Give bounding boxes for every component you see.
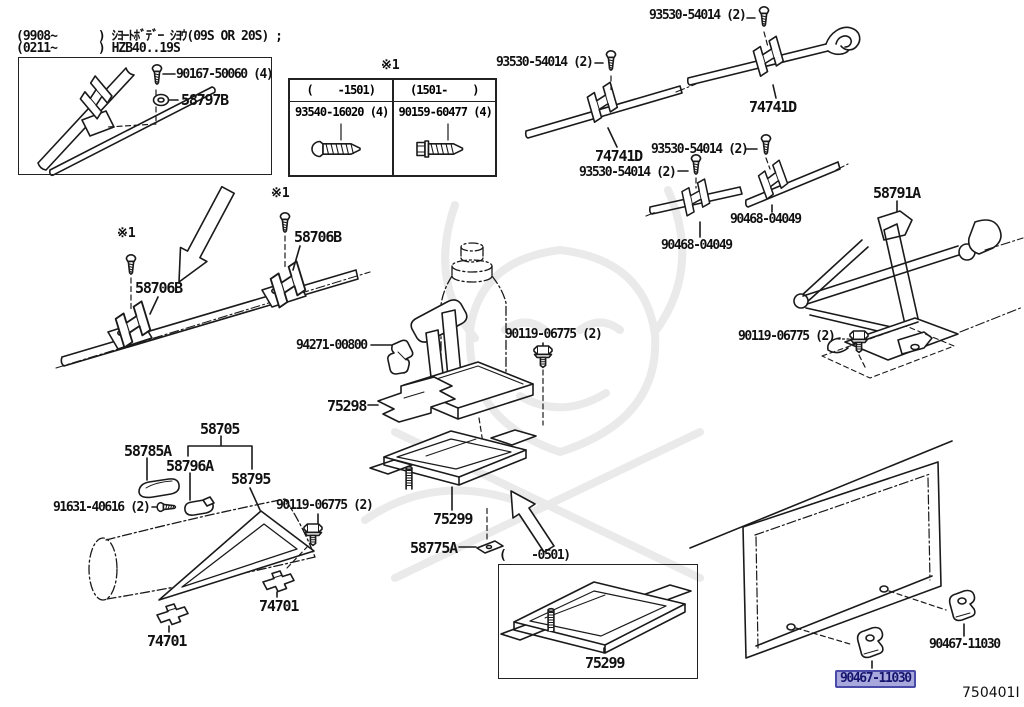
applicability-note-line1: (9908~ ) ｼﾖｰﾄﾎﾞﾃﾞｰ ｼﾖｳ(09S OR 20S) ; xyxy=(16,29,283,44)
footnote-mark-table: ※1 xyxy=(381,58,400,73)
tool-bag-art xyxy=(88,435,323,633)
part-label-58706B-1[interactable]: 58706B xyxy=(294,228,342,246)
part-label-90467-11030-selected[interactable]: 90467-11030 xyxy=(835,670,916,689)
applicability-note-line2: (0211~ ) HZB40..19S xyxy=(16,41,181,56)
part-label-93530-54014-4[interactable]: 93530-54014 (2) xyxy=(579,165,677,180)
part-label-75299-early[interactable]: 75299 xyxy=(585,654,625,672)
part-label-58797B[interactable]: 58797B xyxy=(181,91,229,109)
part-label-90119-06775-center[interactable]: 90119-06775 (2) xyxy=(505,327,603,342)
table-col1-header: ( -1501) xyxy=(306,83,376,97)
inset-box-art xyxy=(37,64,216,177)
panel-art xyxy=(689,440,976,669)
early-tray-art xyxy=(500,581,692,654)
part-label-58791A[interactable]: 58791A xyxy=(873,184,921,202)
part-label-58775A[interactable]: 58775A xyxy=(410,539,458,557)
part-label-74701-2[interactable]: 74701 xyxy=(147,632,187,650)
part-label-58796A[interactable]: 58796A xyxy=(166,457,214,475)
applicability-table: ( -1501) (1501- ) 93540-16020 (4) 90159-… xyxy=(288,78,497,177)
table-col2-header: (1501- ) xyxy=(391,80,496,101)
part-label-94271-00800[interactable]: 94271-00800 xyxy=(296,338,368,353)
joint-pipe-art xyxy=(645,134,849,238)
part-label-91631-40616[interactable]: 91631-40616 (2) xyxy=(53,500,151,515)
part-label-74741D-1[interactable]: 74741D xyxy=(749,98,797,116)
part-label-58785A[interactable]: 58785A xyxy=(124,442,172,460)
date-range-label: ( -0501) xyxy=(499,548,571,563)
part-label-74701-1[interactable]: 74701 xyxy=(259,597,299,615)
part-label-58705[interactable]: 58705 xyxy=(200,420,240,438)
part-label-75299-main[interactable]: 75299 xyxy=(433,510,473,528)
inset-box-58797 xyxy=(18,57,272,175)
part-label-90467-11030-plain[interactable]: 90467-11030 xyxy=(929,637,1001,652)
part-label-93530-54014-3[interactable]: 93530-54014 (2) xyxy=(651,142,749,157)
part-label-90468-04049-2[interactable]: 90468-04049 xyxy=(661,238,733,253)
part-label-90119-06775-right[interactable]: 90119-06775 (2) xyxy=(738,329,836,344)
part-label-90167-50060[interactable]: 90167-50060 (4) xyxy=(176,67,274,82)
handle-rod-58706-art xyxy=(55,185,371,369)
part-label-75298[interactable]: 75298 xyxy=(327,397,367,415)
footnote-mark-1: ※1 xyxy=(271,186,290,201)
inset-box-early-tray xyxy=(498,564,698,679)
part-label-93530-54014-2[interactable]: 93530-54014 (2) xyxy=(496,55,594,70)
footnote-mark-2: ※1 xyxy=(117,226,136,241)
part-label-58706B-2[interactable]: 58706B xyxy=(135,279,183,297)
pantograph-jack-art xyxy=(793,200,1024,379)
part-label-93530-54014-1[interactable]: 93530-54014 (2) xyxy=(649,8,747,23)
bottle-jack-art xyxy=(367,242,553,457)
inset-table-art xyxy=(311,123,464,158)
part-label-74741D-2[interactable]: 74741D xyxy=(595,147,643,165)
diagram-code: 750401I xyxy=(962,685,1020,701)
part-label-90119-06775-left[interactable]: 90119-06775 (2) xyxy=(276,498,374,513)
part-label-90468-04049-1[interactable]: 90468-04049 xyxy=(730,212,802,227)
part-label-58795[interactable]: 58795 xyxy=(231,470,271,488)
jack-handle-rod-art xyxy=(524,6,861,148)
part-label-90159-60477[interactable]: 90159-60477 (4) xyxy=(391,102,496,175)
jack-tray-art xyxy=(369,429,555,554)
part-label-93540-16020[interactable]: 93540-16020 (4) xyxy=(295,105,389,119)
